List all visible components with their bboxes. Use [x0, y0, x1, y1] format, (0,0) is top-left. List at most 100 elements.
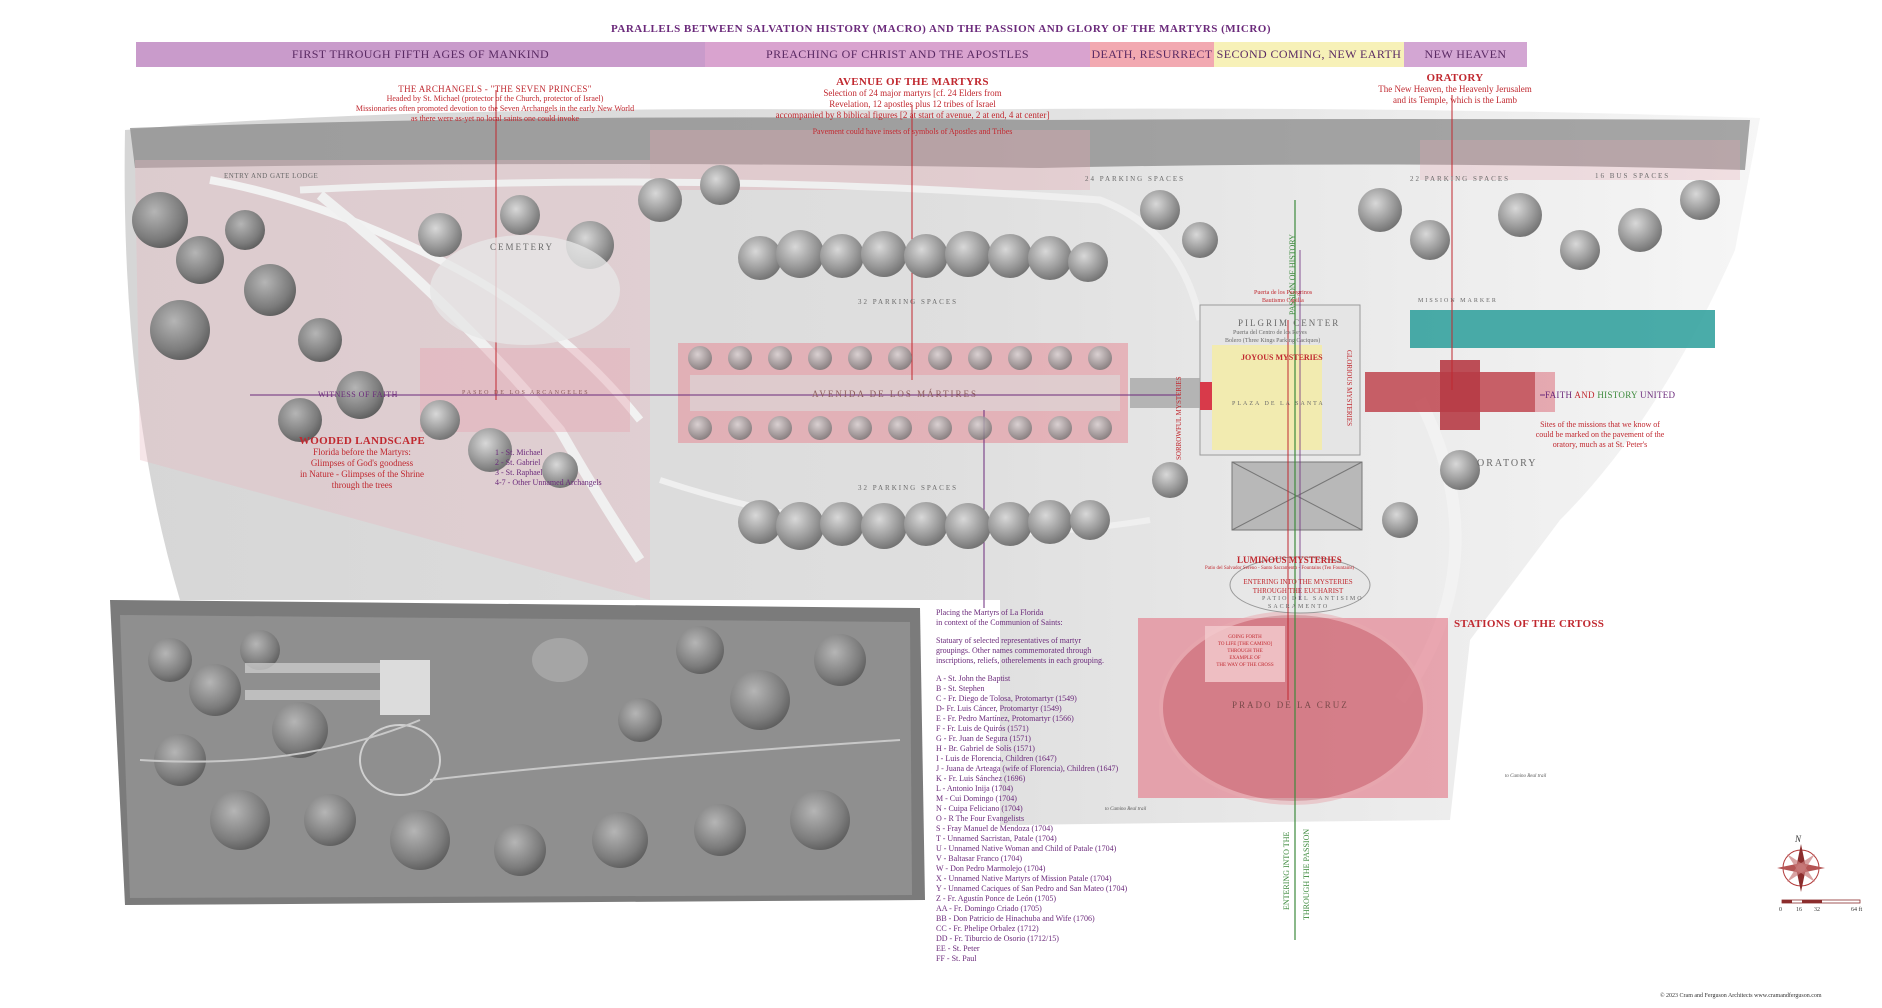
band-second-coming-label: SECOND COMING, NEW EARTH: [1216, 47, 1402, 61]
mission-marker-band: [1410, 310, 1715, 348]
stations-label: STATIONS OF THE CRTOSS: [1454, 618, 1605, 630]
label-oratory: ORATORY: [1477, 458, 1538, 469]
legend-intro-2: in context of the Communion of Saints:: [936, 618, 1063, 627]
archangel-list: 1 - St. Michael 2 - St. Gabriel 3 - St. …: [495, 448, 602, 488]
label-parking-top: 32 PARKING SPACES: [858, 298, 959, 306]
archangels-line2: Missionaries often promoted devotion to …: [355, 104, 635, 113]
trail-label-2: to Camino Real trail: [1505, 774, 1547, 779]
archangel-list-item: 2 - St. Gabriel: [495, 458, 541, 467]
faith-note: Sites of the missions that we know of co…: [1510, 420, 1690, 450]
label-avenida: AVENIDA DE LOS MÁRTIRES: [812, 389, 979, 399]
entering-note: ENTERING INTO THE MYSTERIES THROUGH THE …: [1233, 578, 1363, 596]
label-entry: ENTRY AND GATE LODGE: [224, 172, 319, 180]
band-death: DEATH, RESURRECT: [1090, 42, 1214, 67]
archangels-line1: Headed by St. Michael (protector of the …: [386, 94, 604, 103]
pub2: Bautismo Capilla: [1262, 298, 1304, 304]
main-loop-road: [316, 191, 645, 563]
oratory-transept: [1440, 360, 1480, 430]
cemetery-road: [299, 178, 1204, 321]
legend-item: K - Fr. Luis Sánchez (1696): [936, 774, 1026, 783]
legend-item: V - Baltasar Franco (1704): [936, 854, 1023, 863]
wooded-note: WOODED LANDSCAPE Florida before the Mart…: [282, 435, 442, 491]
tree-row-avenue: [688, 346, 1112, 440]
luminous-mysteries: LUMINOUS MYSTERIES: [1237, 555, 1342, 565]
avenue-note: AVENUE OF THE MARTYRS Selection of 24 ma…: [740, 76, 1085, 137]
wooded-line1: Florida before the Martyrs:: [313, 447, 411, 457]
archangels-note: THE ARCHANGELS - "THE SEVEN PRINCES" Hea…: [330, 84, 660, 124]
legend-item: N - Cuipa Feliciano (1704): [936, 804, 1023, 813]
label-parking-bottom: 32 PARKING SPACES: [858, 484, 959, 492]
oratory-line1: The New Heaven, the Heavenly Jerusalem: [1378, 84, 1532, 94]
archangels-line3: as there were as-yet no local saints one…: [410, 114, 580, 123]
avenue-heading: AVENUE OF THE MARTYRS: [836, 76, 989, 88]
faith-and: AND: [1574, 390, 1595, 400]
wooded-heading: WOODED LANDSCAPE: [298, 435, 426, 447]
sorrowful-mysteries: SORROWFUL MYSTERIES: [1175, 376, 1183, 460]
legend-item: BB - Don Patricio de Hinachuba and Wife …: [936, 914, 1095, 923]
tree-cluster-east: [1140, 180, 1720, 538]
grey-connector: [1130, 378, 1200, 408]
pub1: Puerta de los Peregrinos: [1254, 290, 1313, 296]
going-forth-4: EXAMPLE OF: [1229, 656, 1261, 661]
trail-label-1: to Camino Real trail: [1105, 807, 1147, 812]
label-pilgrim: PILGRIM CENTER: [1238, 318, 1341, 328]
avenue-line3: accompanied by 8 biblical figures [2 at …: [775, 110, 1050, 120]
page-title: PARALLELS BETWEEN SALVATION HISTORY (MAC…: [610, 23, 1272, 35]
legend-item: E - Fr. Pedro Martínez, Protomartyr (156…: [936, 714, 1074, 723]
legend-item: F - Fr. Luis de Quirós (1571): [936, 724, 1029, 733]
legend-item: U - Unnamed Native Woman and Child of Pa…: [936, 844, 1117, 853]
legend-para-3: inscriptions, reliefs, otherelements in …: [936, 656, 1104, 665]
faith-note-2: could be marked on the pavement of the: [1535, 430, 1665, 439]
label-witness: WITNESS OF FAITH: [318, 390, 398, 399]
scale-64: 64 ft: [1851, 907, 1863, 913]
entering-line: ENTERING INTO THE MYSTERIES: [1243, 578, 1353, 586]
legend-item: EE - St. Peter: [936, 944, 980, 953]
legend-item: C - Fr. Diego de Tolosa, Protomartyr (15…: [936, 694, 1077, 703]
legend-item: CC - Fr. Phelipe Orbalez (1712): [936, 924, 1039, 933]
wooded-line2: Glimpses of God's goodness: [310, 458, 414, 468]
faith-note-3: oratory, much as at St. Peter's: [1552, 440, 1648, 449]
archangel-list-item: 1 - St. Michael: [495, 448, 543, 457]
going-forth-2: TO LIFE [THE CAMINO]: [1217, 642, 1273, 647]
archangel-list-item: 3 - St. Raphael: [495, 468, 543, 477]
upper-right-band: [1420, 140, 1740, 180]
tree-row-upper: [738, 230, 1108, 282]
label-cemetery: CEMETERY: [490, 242, 555, 252]
legend-item: Z - Fr. Agustín Ponce de León (1705): [936, 894, 1056, 903]
faith-note-1: Sites of the missions that we know of: [1540, 420, 1660, 429]
band-new-heaven: NEW HEAVEN: [1404, 42, 1527, 67]
oratory-apse: [1535, 372, 1555, 412]
legend-item: A - St. John the Baptist: [936, 674, 1011, 683]
oratory-note: ORATORY The New Heaven, the Heavenly Jer…: [1360, 72, 1550, 106]
label-plaza: PLAZA DE LA SANTA: [1232, 401, 1325, 407]
label-bus: 16 BUS SPACES: [1595, 172, 1671, 180]
avenue-line1: Selection of 24 major martyrs [cf. 24 El…: [823, 88, 1002, 98]
label-patio2: SACRAMENTO: [1268, 604, 1330, 610]
scale-32: 32: [1814, 907, 1820, 913]
inset-aerial-map: [110, 600, 925, 905]
legend-item: I - Luis de Florencia, Children (1647): [936, 754, 1057, 763]
martyr-legend: Placing the Martyrs of La Florida in con…: [936, 608, 1266, 964]
legend-item: D- Fr. Luis Cáncer, Protomartyr (1549): [936, 704, 1062, 713]
band-preaching-label: PREACHING OF CHRIST AND THE APOSTLES: [766, 47, 1029, 61]
compass-rose: [1777, 844, 1825, 892]
label-pilgrim-sub1: Puerta del Centro de los Reyes: [1233, 330, 1307, 336]
going-forth-3: THROUGH THE: [1227, 649, 1263, 654]
going-forth-5: THE WAY OF THE CROSS: [1216, 663, 1274, 668]
legend-para-1: Statuary of selected representatives of …: [936, 636, 1082, 645]
oratory-heading: ORATORY: [1426, 72, 1484, 84]
avenue-line4: Pavement could have insets of symbols of…: [812, 127, 1013, 136]
legend-intro-1: Placing the Martyrs of La Florida: [936, 608, 1044, 617]
scale-bar: [1781, 899, 1861, 904]
legend-item: X - Unnamed Native Martyrs of Mission Pa…: [936, 874, 1112, 883]
legend-item: J - Juana de Arteaga (wife of Florencia)…: [936, 764, 1119, 773]
legend-item: Y - Unnamed Caciques of San Pedro and Sa…: [936, 884, 1128, 893]
legend-item: G - Fr. Juan de Segura (1571): [936, 734, 1031, 743]
avenue-paving: [690, 375, 1120, 411]
legend-item: T - Unnamed Sacristan, Patale (1704): [936, 834, 1057, 843]
band-death-label: DEATH, RESURRECT: [1091, 47, 1213, 61]
legend-para-2: groupings. Other names commemorated thro…: [936, 646, 1092, 655]
label-prado: PRADO DE LA CRUZ: [1232, 700, 1349, 710]
